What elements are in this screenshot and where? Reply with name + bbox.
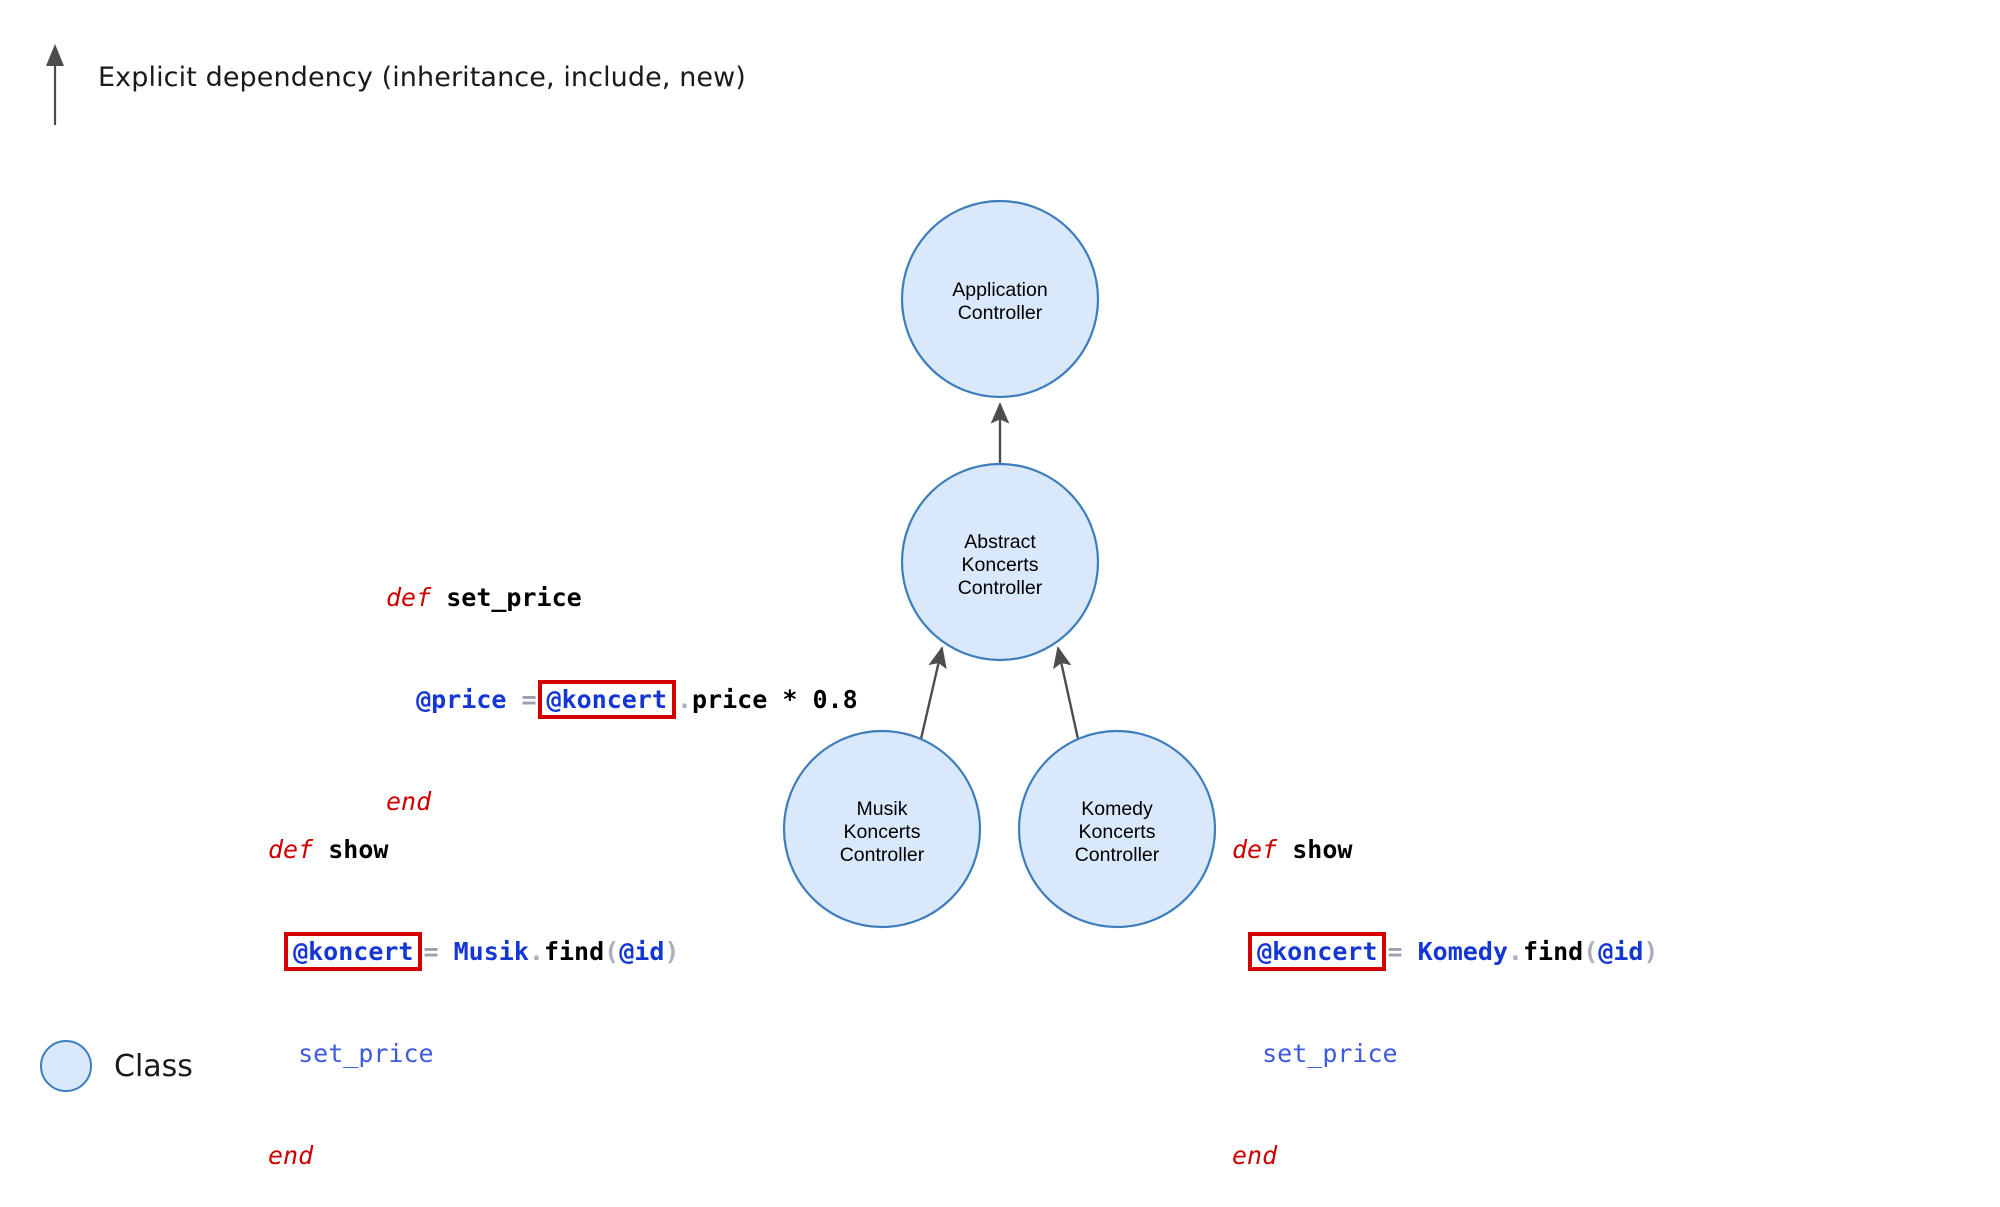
komedy-show-snippet: def show @koncert = Komedy.find(@id) set_… — [1232, 765, 1658, 1207]
assign-operator: = — [1387, 937, 1403, 966]
code-line: def show — [268, 833, 679, 867]
paren-close: ) — [664, 937, 680, 966]
price-variable: @price — [416, 685, 507, 714]
keyword-end: end — [268, 1141, 314, 1170]
code-line: end — [386, 785, 858, 819]
koncert-variable: @koncert — [546, 685, 667, 714]
node-label-line: Koncerts — [1079, 821, 1156, 843]
dot-operator: . — [1507, 937, 1523, 966]
legend: Class — [40, 1040, 193, 1092]
node-abstract-koncerts-controller[interactable]: Abstract Koncerts Controller — [900, 462, 1100, 662]
model-constant: Komedy — [1417, 937, 1508, 966]
dot-operator: . — [528, 937, 544, 966]
node-label-line: Controller — [1075, 844, 1160, 866]
assign-operator: = — [521, 685, 537, 714]
code-line: @koncert = Komedy.find(@id) — [1232, 932, 1659, 971]
node-label-line: Abstract — [964, 531, 1036, 553]
method-name: show — [1292, 835, 1353, 864]
price-attribute: price — [692, 685, 768, 714]
header-note: Explicit dependency (inheritance, includ… — [0, 0, 1100, 140]
node-label-line: Application — [952, 279, 1047, 301]
keyword-end: end — [1232, 1141, 1278, 1170]
find-method: find — [543, 937, 605, 966]
method-name: show — [328, 835, 389, 864]
node-label-line: Controller — [958, 302, 1043, 324]
node-label-line: Koncerts — [844, 821, 921, 843]
set-price-snippet: def set_price @price = @koncert.price * 0… — [386, 513, 858, 853]
code-line: def set_price — [386, 581, 858, 615]
paren-open: ( — [1583, 937, 1599, 966]
id-variable: @id — [619, 937, 665, 966]
code-line: def show — [1232, 833, 1658, 867]
model-constant: Musik — [453, 937, 529, 966]
code-line: end — [1232, 1139, 1658, 1173]
code-line: set_price — [1232, 1037, 1658, 1071]
legend-label: Class — [114, 1048, 193, 1084]
set-price-call: set_price — [298, 1039, 434, 1068]
koncert-highlight-box: @koncert — [537, 680, 676, 719]
code-line: set_price — [268, 1037, 679, 1071]
koncert-variable: @koncert — [1257, 937, 1378, 966]
number-literal: 0.8 — [812, 685, 858, 714]
koncert-highlight-box: @koncert — [1248, 932, 1387, 971]
dot-operator: . — [676, 685, 693, 714]
multiply-operator: * — [782, 685, 798, 714]
edge-komedy-to-abstract — [1053, 646, 1080, 740]
code-line: @koncert = Musik.find(@id) — [268, 932, 680, 971]
up-arrow-icon — [46, 44, 64, 125]
node-komedy-koncerts-controller[interactable]: Komedy Koncerts Controller — [1017, 729, 1217, 929]
node-label-line: Controller — [840, 844, 925, 866]
code-line: end — [268, 1139, 679, 1173]
paren-open: ( — [604, 937, 620, 966]
keyword-def: def — [386, 583, 432, 612]
musik-show-snippet: def show @koncert = Musik.find(@id) set_p… — [268, 765, 679, 1207]
keyword-def: def — [268, 835, 314, 864]
find-method: find — [1522, 937, 1584, 966]
koncert-variable: @koncert — [293, 937, 414, 966]
koncert-highlight-box: @koncert — [284, 932, 423, 971]
assign-operator: = — [423, 937, 439, 966]
id-variable: @id — [1598, 937, 1644, 966]
node-label-line: Komedy — [1081, 798, 1153, 820]
method-name: set_price — [446, 583, 582, 612]
node-application-controller[interactable]: Application Controller — [900, 199, 1100, 399]
node-label-line: Controller — [958, 577, 1043, 599]
paren-close: ) — [1643, 937, 1659, 966]
node-label-line: Musik — [857, 798, 908, 820]
class-diagram: Application Controller Abstract Koncerts… — [782, 199, 1217, 929]
code-line: @price = @koncert.price * 0.8 — [386, 680, 858, 719]
class-circle-icon — [40, 1040, 92, 1092]
node-musik-koncerts-controller[interactable]: Musik Koncerts Controller — [782, 729, 982, 929]
node-label-line: Koncerts — [962, 554, 1039, 576]
header-title: Explicit dependency (inheritance, includ… — [98, 62, 746, 93]
set-price-call: set_price — [1262, 1039, 1398, 1068]
keyword-def: def — [1232, 835, 1278, 864]
edge-musik-to-abstract — [919, 646, 947, 740]
keyword-end: end — [386, 787, 432, 816]
